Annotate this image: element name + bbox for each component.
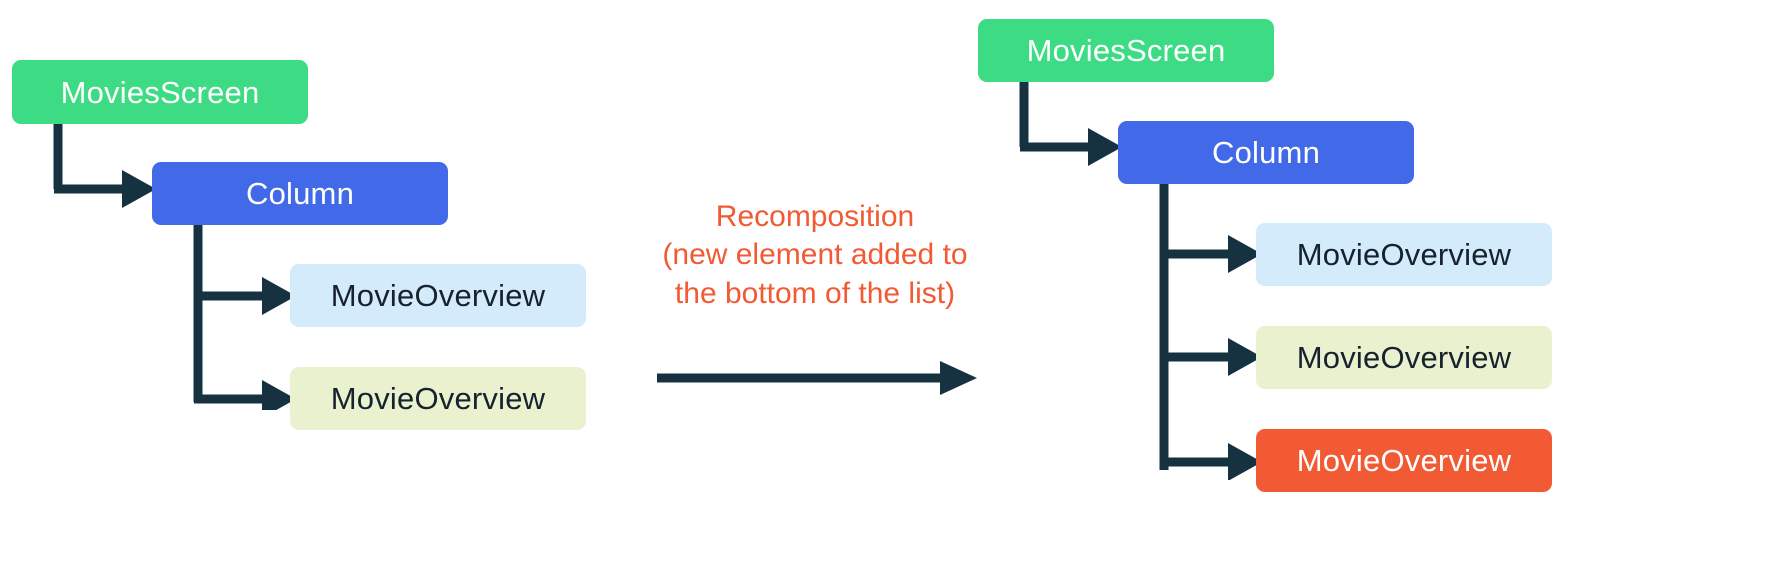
connector-after-column-to-children: [1159, 182, 1262, 480]
before-node-movies-screen-label: MoviesScreen: [60, 74, 260, 110]
before-node-movie-overview-1-label: MovieOverview: [330, 278, 546, 313]
after-node-movie-overview-2[interactable]: MovieOverview: [1256, 326, 1552, 389]
before-node-movie-overview-2-label: MovieOverview: [330, 381, 546, 416]
after-node-movie-overview-3-new-label: MovieOverview: [1296, 443, 1512, 478]
after-node-movie-overview-1[interactable]: MovieOverview: [1256, 223, 1552, 286]
before-node-column-label: Column: [245, 176, 355, 211]
after-node-column-label: Column: [1211, 135, 1321, 170]
recomposition-label: Recomposition (new element added to the …: [655, 198, 975, 313]
connector-before-screen-to-column: [53, 122, 156, 208]
recomposition-label-line-3: the bottom of the list): [674, 276, 956, 310]
after-node-movie-overview-3-new[interactable]: MovieOverview: [1256, 429, 1552, 492]
before-node-movie-overview-1[interactable]: MovieOverview: [290, 264, 586, 327]
connector-after-screen-to-column: [1019, 80, 1122, 166]
transition-right-arrow-icon: [657, 361, 977, 395]
after-node-movies-screen[interactable]: MoviesScreen: [978, 19, 1274, 82]
before-node-movie-overview-2[interactable]: MovieOverview: [290, 367, 586, 430]
after-node-column[interactable]: Column: [1118, 121, 1414, 184]
recomposition-label-line-2: (new element added to: [662, 238, 968, 272]
recomposition-label-line-1: Recomposition: [715, 200, 915, 233]
after-node-movie-overview-2-label: MovieOverview: [1296, 340, 1512, 375]
connector-before-column-to-children: [193, 222, 296, 410]
after-node-movie-overview-1-label: MovieOverview: [1296, 237, 1512, 272]
before-node-movies-screen[interactable]: MoviesScreen: [12, 60, 308, 124]
before-node-column[interactable]: Column: [152, 162, 448, 225]
after-node-movies-screen-label: MoviesScreen: [1026, 33, 1226, 68]
